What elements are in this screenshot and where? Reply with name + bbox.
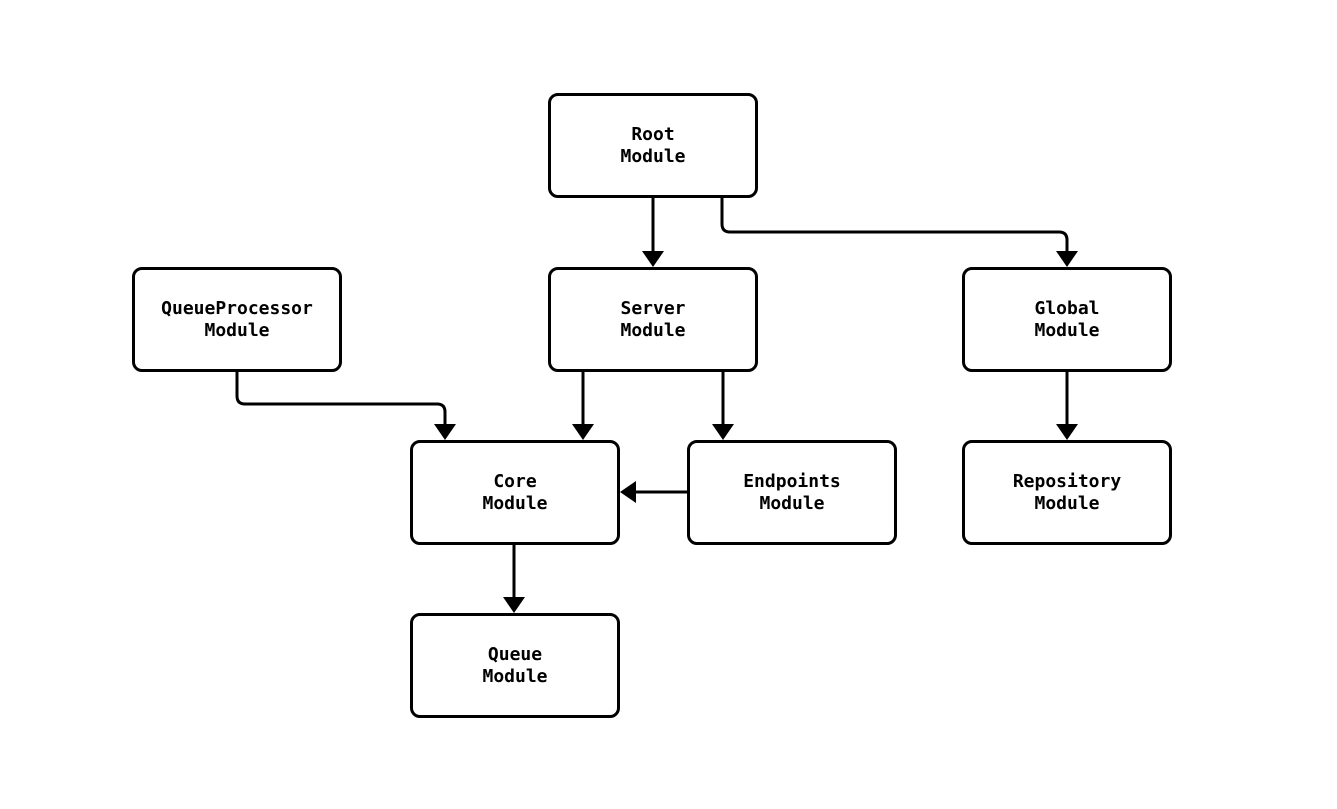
node-server-module: Server Module — [548, 267, 758, 372]
node-label: Core — [493, 470, 537, 492]
node-label: Global — [1034, 297, 1100, 319]
arrowhead-icon — [642, 251, 664, 267]
node-label: Module — [620, 319, 686, 341]
node-label: Module — [1034, 492, 1100, 514]
edge-queueprocessor-core — [235, 372, 456, 440]
arrowhead-icon — [503, 597, 525, 613]
node-queue-module: Queue Module — [410, 613, 620, 718]
node-root-module: Root Module — [548, 93, 758, 198]
edge-server-endpoints — [712, 372, 734, 440]
arrowhead-icon — [712, 424, 734, 440]
node-label: Module — [482, 665, 548, 687]
node-label: Server — [620, 297, 686, 319]
node-label: Module — [620, 145, 686, 167]
node-label: Endpoints — [743, 470, 841, 492]
node-core-module: Core Module — [410, 440, 620, 545]
node-label: Queue — [487, 643, 543, 665]
node-global-module: Global Module — [962, 267, 1172, 372]
node-endpoints-module: Endpoints Module — [687, 440, 897, 545]
node-repository-module: Repository Module — [962, 440, 1172, 545]
edge-root-global — [720, 198, 1078, 267]
edge-endpoints-core — [620, 481, 687, 503]
node-label: Root — [631, 123, 675, 145]
node-label: Module — [204, 319, 270, 341]
node-label: Module — [1034, 319, 1100, 341]
edge-global-repository — [1056, 372, 1078, 440]
node-label: Module — [482, 492, 548, 514]
arrowhead-icon — [620, 481, 636, 503]
node-label: Module — [759, 492, 825, 514]
node-queueprocessor-module: QueueProcessor Module — [132, 267, 342, 372]
node-label: QueueProcessor — [161, 297, 313, 319]
node-label: Repository — [1012, 470, 1122, 492]
arrowhead-icon — [434, 424, 456, 440]
arrowhead-icon — [1056, 251, 1078, 267]
arrowhead-icon — [1056, 424, 1078, 440]
arrowhead-icon — [572, 424, 594, 440]
edge-root-server — [642, 198, 664, 267]
edge-server-core — [572, 372, 594, 440]
edge-core-queue — [503, 545, 525, 613]
